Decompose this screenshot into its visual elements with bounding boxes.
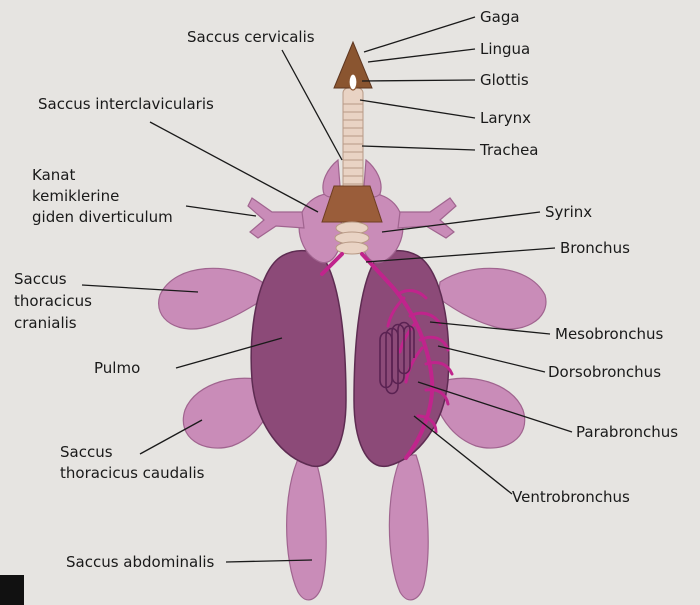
labels-right: Gaga Lingua Glottis Larynx Trachea Syrin… bbox=[479, 8, 678, 506]
label-ventrobronchus: Ventrobronchus bbox=[512, 488, 630, 506]
bronchus-left bbox=[320, 252, 344, 276]
pulmo-right bbox=[353, 249, 450, 467]
trachea-group bbox=[321, 40, 383, 255]
label-bronchus: Bronchus bbox=[560, 239, 630, 257]
label-glottis: Glottis bbox=[480, 71, 529, 89]
label-thoracicus-cranialis-line3: cranialis bbox=[14, 314, 77, 332]
label-parabronchus: Parabronchus bbox=[576, 423, 678, 441]
kanat-diverticulum-right bbox=[397, 197, 457, 239]
bronchus-right bbox=[360, 252, 390, 284]
labels-left: Saccus cervicalis Saccus interclavicular… bbox=[14, 28, 315, 571]
label-thoracicus-cranialis-line2: thoracicus bbox=[14, 292, 92, 310]
parabronchi bbox=[379, 321, 415, 395]
label-saccus-interclavicularis: Saccus interclavicularis bbox=[38, 95, 214, 113]
label-dorsobronchus: Dorsobronchus bbox=[548, 363, 661, 381]
syrinx bbox=[334, 221, 370, 255]
saccus-abdominalis-left bbox=[286, 454, 327, 601]
label-kanat-line3: giden diverticulum bbox=[32, 208, 173, 226]
label-mesobronchus: Mesobronchus bbox=[555, 325, 663, 343]
label-thoracicus-caudalis-line1: Saccus bbox=[60, 443, 113, 461]
pulmo-left bbox=[250, 249, 347, 467]
glottis-shape bbox=[348, 73, 358, 91]
label-pulmo: Pulmo bbox=[94, 359, 140, 377]
saccus-thoracicus-caudalis-right bbox=[435, 377, 526, 449]
label-kanat-line2: kemiklerine bbox=[32, 187, 119, 205]
label-trachea: Trachea bbox=[479, 141, 539, 159]
label-saccus-abdominalis: Saccus abdominalis bbox=[66, 553, 215, 571]
label-thoracicus-cranialis-line1: Saccus bbox=[14, 270, 67, 288]
kanat-diverticulum-left bbox=[247, 197, 305, 239]
label-larynx: Larynx bbox=[480, 109, 531, 127]
label-saccus-cervicalis: Saccus cervicalis bbox=[187, 28, 315, 46]
label-kanat-line1: Kanat bbox=[32, 166, 75, 184]
syrinx-area bbox=[321, 185, 383, 223]
label-syrinx: Syrinx bbox=[545, 203, 592, 221]
saccus-thoracicus-cranialis-left bbox=[158, 267, 267, 330]
leader-lines bbox=[81, 16, 573, 563]
label-lingua: Lingua bbox=[480, 40, 530, 58]
saccus-thoracicus-caudalis-left bbox=[182, 377, 273, 449]
saccus-thoracicus-cranialis-right bbox=[437, 267, 547, 330]
air-sacs bbox=[158, 267, 547, 601]
saccus-abdominalis-right bbox=[388, 454, 429, 601]
page-corner-mark bbox=[0, 575, 24, 605]
bronchi bbox=[320, 252, 454, 460]
label-gaga: Gaga bbox=[480, 8, 520, 26]
mesobronchus-path bbox=[386, 280, 435, 460]
label-thoracicus-caudalis-line2: thoracicus caudalis bbox=[60, 464, 205, 482]
